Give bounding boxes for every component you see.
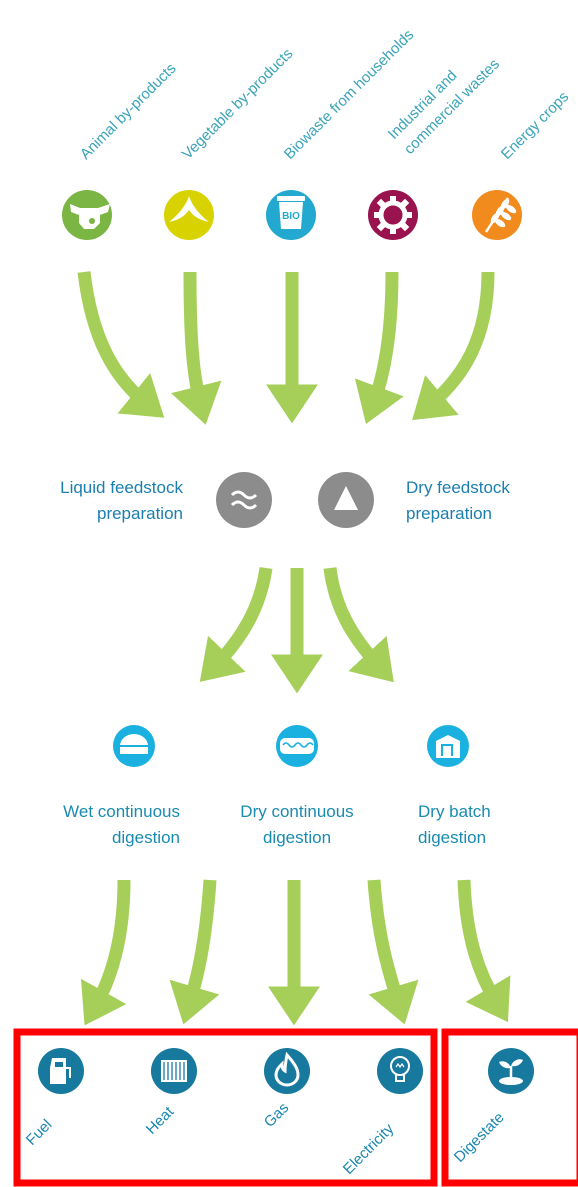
output-label-fuel: Fuel xyxy=(23,1116,56,1149)
output-label-electricity: Electricity xyxy=(340,1120,398,1178)
waves-icon xyxy=(216,472,272,528)
wet-continuous-label-1: Wet continuous xyxy=(63,802,180,821)
lightbulb-icon xyxy=(377,1048,423,1094)
dry-batch-label-1: Dry batch xyxy=(418,802,491,821)
bio-bin-icon: BIO xyxy=(266,190,316,240)
dry-continuous-label-1: Dry continuous xyxy=(240,802,353,821)
dome-tank-icon xyxy=(113,725,155,767)
fuel-pump-icon xyxy=(38,1048,84,1094)
banana-icon xyxy=(164,190,214,240)
plug-flow-tank-icon xyxy=(276,725,318,767)
sprout-icon xyxy=(488,1048,534,1094)
feedstock-label-vegetable: Vegetable by-products xyxy=(179,45,297,163)
wheat-icon xyxy=(472,190,522,240)
output-label-heat: Heat xyxy=(143,1103,178,1138)
gear-icon xyxy=(368,190,418,240)
digestate-highlight-box xyxy=(441,1028,578,1187)
dry-continuous-label-2: digestion xyxy=(263,828,331,847)
wet-continuous-label-2: digestion xyxy=(112,828,180,847)
liquid-prep-label-1: Liquid feedstock xyxy=(60,478,183,497)
garage-tank-icon xyxy=(427,725,469,767)
feed-arrows xyxy=(77,271,495,425)
output-label-gas: Gas xyxy=(261,1099,292,1130)
dry-batch-label-2: digestion xyxy=(418,828,486,847)
cow-head-icon xyxy=(62,190,112,240)
feedstock-label-animal: Animal by-products xyxy=(77,60,180,163)
liquid-prep-label-2: preparation xyxy=(97,504,183,523)
output-label-digestate: Digestate xyxy=(451,1109,508,1166)
prep-arrows xyxy=(199,566,394,694)
dry-prep-label-1: Dry feedstock xyxy=(406,478,510,497)
output-arrows xyxy=(80,879,511,1026)
energy-outputs-highlight-box xyxy=(13,1028,438,1187)
bio-bin-text: BIO xyxy=(282,211,300,222)
feedstock-label-energy-crops: Energy crops xyxy=(498,88,573,163)
dry-prep-label-2: preparation xyxy=(406,504,492,523)
radiator-icon xyxy=(151,1048,197,1094)
flame-icon xyxy=(264,1048,310,1094)
triangle-icon xyxy=(318,472,374,528)
